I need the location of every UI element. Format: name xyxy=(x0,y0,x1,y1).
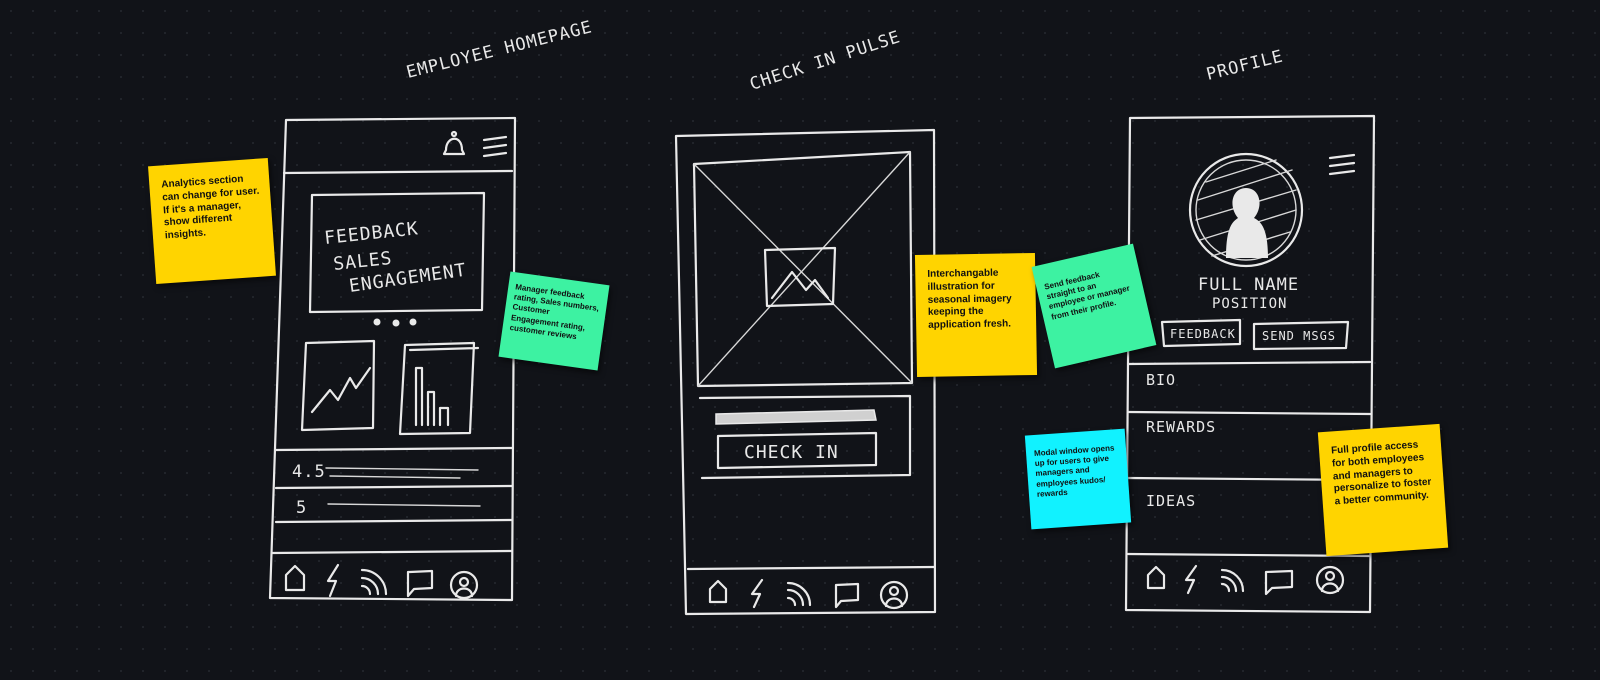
signal-icon[interactable] xyxy=(1220,568,1245,593)
bell-icon[interactable] xyxy=(442,130,466,156)
check-in-panel xyxy=(698,394,912,480)
check-in-pulse-screen: CHECK IN PULSE CHECK IN xyxy=(674,27,937,616)
analytics-carousel-card[interactable] xyxy=(308,191,486,314)
avatar[interactable] xyxy=(1188,152,1304,268)
lightning-icon[interactable] xyxy=(1184,564,1198,595)
header-divider xyxy=(282,169,514,175)
profile-icon[interactable] xyxy=(449,570,479,600)
image-icon xyxy=(763,246,837,308)
pulse-progress-bar[interactable] xyxy=(715,409,877,425)
send-message-button-label: SEND MSGS xyxy=(1262,329,1336,343)
screen-title-employee-homepage: EMPLOYEE HOMEPAGE xyxy=(404,17,594,83)
screen-title-check-in-pulse: CHECK IN PULSE xyxy=(747,27,903,95)
check-in-button-label: CHECK IN xyxy=(744,442,839,463)
lightning-icon[interactable] xyxy=(326,563,340,598)
list-scribble xyxy=(327,503,481,507)
signal-icon[interactable] xyxy=(786,581,812,607)
profile-section-rewards[interactable]: REWARDS xyxy=(1146,418,1216,436)
chat-icon[interactable] xyxy=(406,569,434,598)
list-divider xyxy=(274,446,514,452)
list-divider xyxy=(274,484,514,490)
sticky-note-metrics: Manager feedback rating, Sales numbers, … xyxy=(498,271,610,371)
profile-section-bio[interactable]: BIO xyxy=(1146,371,1176,389)
send-message-button[interactable] xyxy=(1252,320,1350,351)
feedback-button-label: FEEDBACK xyxy=(1170,327,1236,341)
screen-title-profile: PROFILE xyxy=(1204,46,1285,84)
sticky-note-modal: Modal window opens up for users to give … xyxy=(1024,428,1132,530)
carousel-dots[interactable] xyxy=(373,318,417,327)
feedback-button[interactable] xyxy=(1160,318,1242,348)
profile-icon[interactable] xyxy=(1315,565,1345,595)
sticky-note-profile-access: Full profile access for both employees a… xyxy=(1317,423,1449,557)
phone-frame xyxy=(268,116,517,602)
bottom-nav-divider xyxy=(270,549,514,555)
lightning-icon[interactable] xyxy=(750,578,764,609)
chat-icon[interactable] xyxy=(1264,569,1294,596)
home-icon[interactable] xyxy=(1146,565,1166,590)
profile-icon[interactable] xyxy=(879,580,909,610)
bottom-nav-divider xyxy=(686,565,936,571)
carousel-line-feedback: FEEDBACK xyxy=(323,218,419,249)
list-value-rating: 4.5 xyxy=(292,462,326,482)
bar-chart-card[interactable] xyxy=(398,341,480,436)
phone-frame xyxy=(674,128,937,616)
trend-line xyxy=(310,366,372,414)
profile-section-ideas[interactable]: IDEAS xyxy=(1146,492,1196,510)
list-value-count: 5 xyxy=(296,498,307,518)
check-in-button[interactable] xyxy=(716,431,878,470)
list-scribble xyxy=(325,467,479,479)
signal-icon[interactable] xyxy=(360,568,388,596)
home-icon[interactable] xyxy=(708,579,728,604)
chat-icon[interactable] xyxy=(834,582,860,609)
profile-position: POSITION xyxy=(1212,296,1287,312)
line-chart-card[interactable] xyxy=(300,339,376,432)
phone-frame xyxy=(1124,114,1376,614)
bar-chart-bars xyxy=(414,366,450,427)
profile-full-name: FULL NAME xyxy=(1198,275,1299,295)
menu-icon[interactable] xyxy=(482,135,508,158)
section-divider xyxy=(1126,360,1372,366)
menu-icon[interactable] xyxy=(1328,153,1356,176)
home-icon[interactable] xyxy=(284,564,306,592)
sticky-note-illustration: Interchangable illustration for seasonal… xyxy=(914,252,1038,378)
list-divider xyxy=(274,518,514,524)
sticky-note-analytics: Analytics section can change for user. I… xyxy=(148,157,276,285)
section-divider xyxy=(1126,410,1372,416)
placeholder-cross xyxy=(693,151,913,387)
